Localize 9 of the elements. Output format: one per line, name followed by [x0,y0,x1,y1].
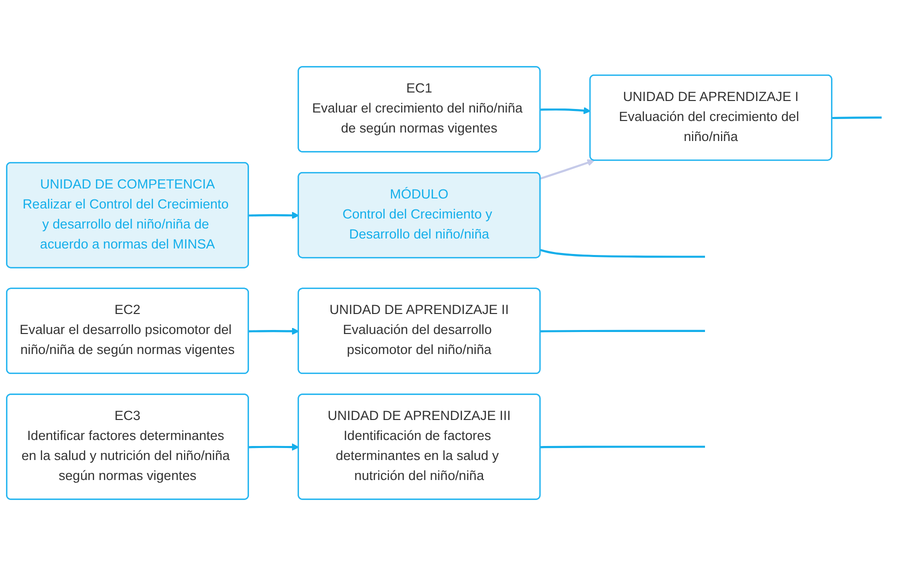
arrow [248,212,300,220]
connector [540,446,705,448]
connector [540,249,705,258]
arrow [248,328,300,335]
arrow [248,443,300,451]
arrow [540,159,595,180]
connector [832,116,882,120]
arrow [540,106,591,114]
connector [540,330,705,332]
